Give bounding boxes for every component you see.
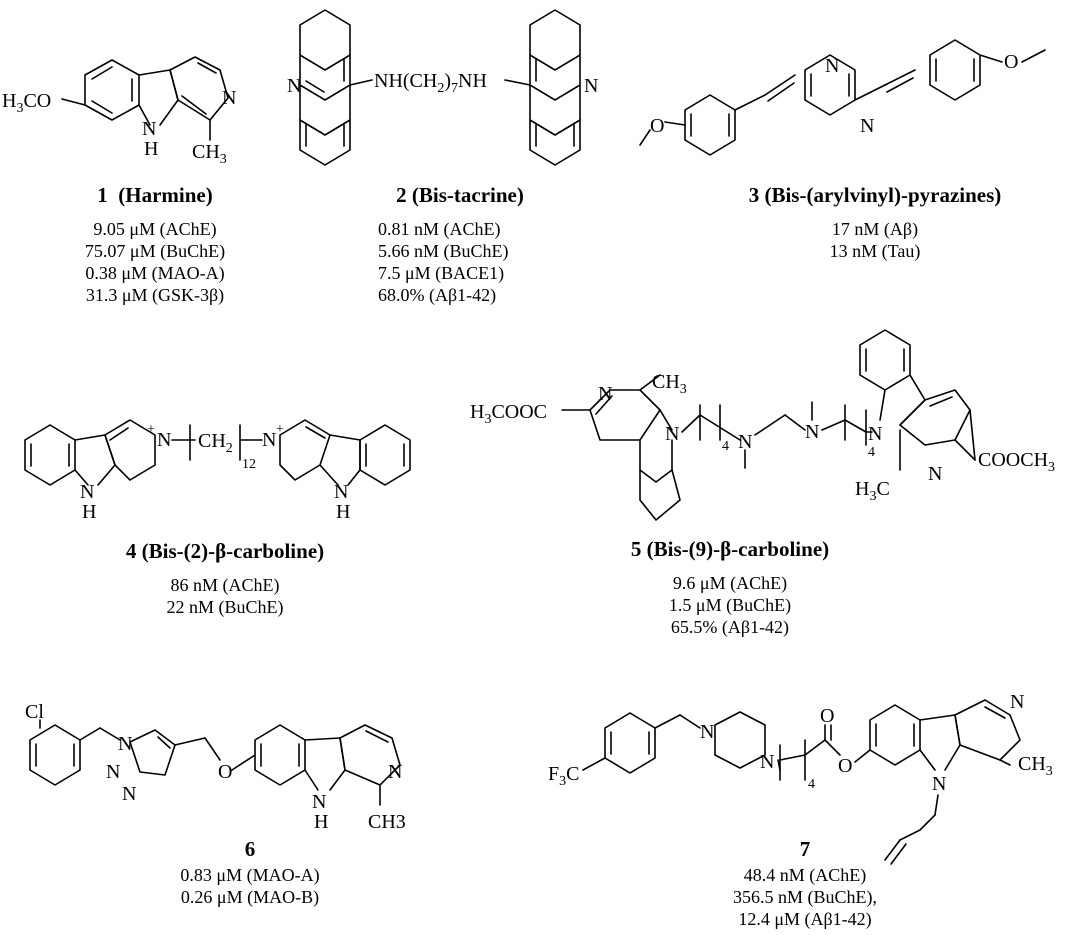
ch3-label-6: CH3 (368, 811, 406, 833)
n-label-5b: N (665, 423, 679, 445)
o-label-3a: O (650, 115, 664, 137)
n-label-7d: N (932, 773, 946, 795)
o-label-3b: O (1004, 51, 1018, 73)
compound-6-title: 6 (244, 837, 256, 861)
h3c-label-5: H3C (855, 478, 890, 504)
n-label-7b: N (760, 751, 774, 773)
n-label-5a: N (598, 383, 612, 405)
compound-3-value-1: 17 nM (Aβ) (831, 219, 919, 239)
caption-compound-5: 5 (Bis-(9)-β-carboline) 9.6 μM (AChE) 1.… (610, 536, 850, 638)
compound-2-title: 2 (Bis-tacrine) (396, 183, 524, 207)
caption-compound-3: 3 (Bis-(arylvinyl)-pyrazines) 17 nM (Aβ)… (725, 182, 1025, 262)
nh-label-4b: N (334, 481, 348, 503)
compound-2-value-1: 0.81 nM (AChE) (378, 219, 501, 239)
caption-compound-1: 1 (Harmine) 9.05 μM (AChE) 75.07 μM (BuC… (70, 182, 240, 306)
caption-compound-4: 4 (Bis-(2)-β-carboline) 86 nM (AChE) 22 … (110, 538, 340, 618)
compound-5-title: 5 (Bis-(9)-β-carboline) (630, 537, 830, 561)
n-label-4b: N (262, 429, 276, 451)
structure-5-bis-9-beta-carboline: H3COOC N CH3 N 4 N N 4 N (470, 329, 1055, 521)
n-label-3a: N (825, 55, 839, 77)
compound-1-value-4: 31.3 μM (GSK-3β) (85, 285, 225, 305)
compound-1-value-1: 9.05 μM (AChE) (93, 219, 217, 239)
n-label-2a: N (287, 75, 301, 97)
o-carbonyl-label-7: O (820, 705, 834, 727)
nh-h-label-4b: H (336, 501, 350, 523)
nh-label-1: N (142, 118, 156, 140)
compound-1-value-3: 0.38 μM (MAO-A) (85, 263, 225, 283)
caption-compound-2: 2 (Bis-tacrine) 0.81 nM (AChE) 5.66 nM (… (360, 182, 560, 306)
compound-7-value-1: 48.4 nM (AChE) (743, 865, 867, 885)
compound-7-value-2: 356.5 nM (BuChE), (733, 887, 877, 907)
compound-2-value-2: 5.66 nM (BuChE) (378, 241, 509, 261)
structure-4-bis-2-beta-carboline: N H N + CH2 12 N + N H (24, 419, 411, 523)
o-ester-label-7: O (838, 755, 852, 777)
n-label-5f: N (928, 463, 942, 485)
chain-4-label-7: 4 (808, 777, 815, 792)
caption-compound-7: 7 48.4 nM (AChE) 356.5 nM (BuChE), 12.4 … (715, 836, 895, 930)
caption-compound-6: 6 0.83 μM (MAO-A) 0.26 μM (MAO-B) (150, 836, 350, 908)
n-label-6c: N (122, 783, 136, 805)
compound-4-value-2: 22 nM (BuChE) (166, 597, 284, 617)
tacrine-linker-label: NH(CH2)7NH (374, 70, 487, 96)
compound-5-value-1: 9.6 μM (AChE) (672, 573, 788, 593)
n-label-6d: N (388, 761, 402, 783)
compound-4-value-1: 86 nM (AChE) (170, 575, 280, 595)
nh-label-6: N (312, 791, 326, 813)
ch2-label-4: CH2 (198, 430, 233, 456)
chain-4-label-b: 4 (868, 445, 875, 460)
compound-3-title: 3 (Bis-(arylvinyl)-pyrazines) (748, 183, 1002, 207)
compound-2-value-4: 68.0% (Aβ1-42) (378, 285, 497, 305)
structure-7-piperazine-harmine: F3C N N 4 O O N CH3 N (548, 691, 1053, 865)
nh-h-label-1: H (144, 138, 158, 160)
cl-label-6: Cl (25, 701, 44, 723)
nh-label-4a: N (80, 481, 94, 503)
n-label-2b: N (584, 75, 598, 97)
n-label-7c: N (1010, 691, 1024, 713)
n-label-5c: N (738, 431, 752, 453)
f3c-label-7: F3C (548, 763, 579, 789)
ch3-label-7: CH3 (1018, 753, 1053, 779)
n-label-1: N (222, 87, 236, 109)
compound-3-value-2: 13 nM (Tau) (829, 241, 921, 261)
compound-1-value-2: 75.07 μM (BuChE) (84, 241, 226, 261)
structure-1-harmine: H3CO N H N CH3 (2, 56, 236, 167)
ch3-label-5a: CH3 (652, 371, 687, 397)
ch2-count-label-4: 12 (242, 457, 256, 472)
compound-6-value-2: 0.26 μM (MAO-B) (180, 887, 320, 907)
n-label-4a: N (157, 429, 171, 451)
ester-right-label: COOCH3 (978, 449, 1055, 475)
ch3-label-1: CH3 (192, 141, 227, 167)
nh-h-label-4a: H (82, 501, 96, 523)
h3co-label-1: H3CO (2, 90, 51, 116)
o-label-6: O (218, 761, 232, 783)
n-label-3b: N (860, 115, 874, 137)
compound-1-title: 1 (Harmine) (97, 183, 213, 207)
compound-5-value-2: 1.5 μM (BuChE) (668, 595, 792, 615)
compound-7-value-3: 12.4 μM (Aβ1-42) (738, 909, 872, 929)
n-label-6a: N (118, 733, 132, 755)
chain-4-label-a: 4 (722, 439, 729, 454)
plus-label-4b: + (276, 422, 284, 437)
compound-4-title: 4 (Bis-(2)-β-carboline) (125, 539, 325, 563)
n-label-5e: N (868, 423, 882, 445)
compound-6-value-1: 0.83 μM (MAO-A) (180, 865, 320, 885)
compound-2-value-3: 7.5 μM (BACE1) (378, 263, 505, 283)
ester-left-label: H3COOC (470, 401, 547, 427)
n-label-6b: N (106, 761, 120, 783)
plus-label-4a: + (147, 422, 155, 437)
n-label-5d: N (805, 421, 819, 443)
structure-6-triazole-harmine: Cl N N N O N H N CH3 (25, 701, 406, 833)
compound-7-title: 7 (799, 837, 811, 861)
compound-5-value-3: 65.5% (Aβ1-42) (670, 617, 790, 637)
structure-3-bis-arylvinyl-pyrazine: O N N O (639, 39, 1046, 156)
nh-h-label-6: H (314, 811, 328, 833)
n-label-7a: N (700, 721, 714, 743)
structure-2-bis-tacrine: N NH(CH2)7NH N (287, 9, 598, 166)
